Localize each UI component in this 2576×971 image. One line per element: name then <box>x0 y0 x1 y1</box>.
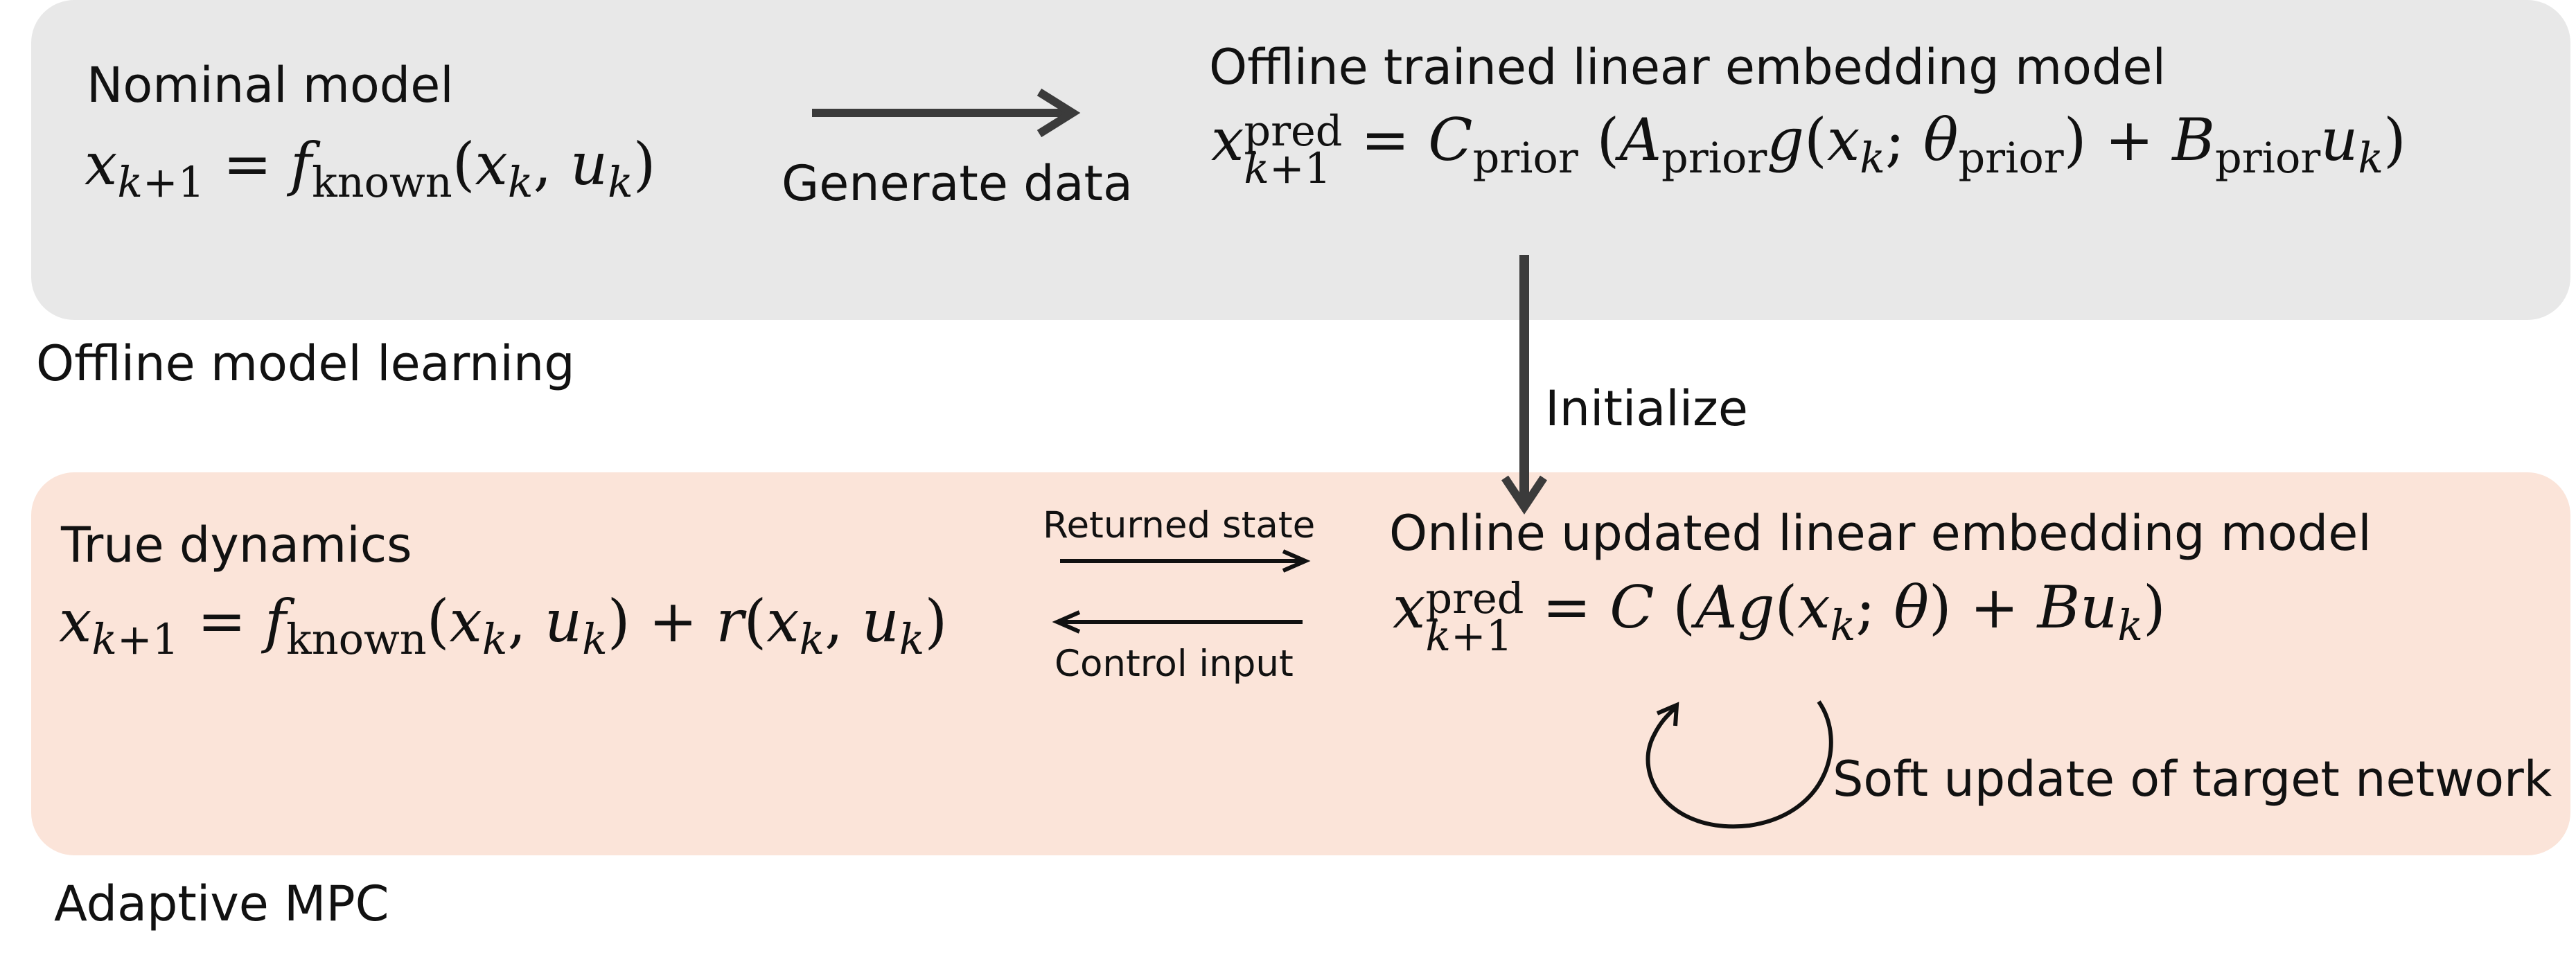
generate-data-label: Generate data <box>782 155 1133 212</box>
nominal-model-title: Nominal model <box>87 57 454 114</box>
offline-trained-model-title: Offline trained linear embedding model <box>1209 39 2166 96</box>
true-dynamics-title: True dynamics <box>61 517 412 573</box>
soft-update-curved-arrow <box>1646 700 1833 829</box>
returned-state-arrow <box>1060 549 1311 573</box>
returned-state-label: Returned state <box>1043 504 1316 546</box>
online-updated-model-title: Online updated linear embedding model <box>1389 505 2372 562</box>
generate-data-arrow <box>812 88 1081 138</box>
true-dynamics-equation: xk+1 = fknown(xk, uk) + r(xk, uk) <box>59 587 948 664</box>
initialize-label: Initialize <box>1545 380 1748 437</box>
adaptive-mpc-label: Adaptive MPC <box>54 875 389 932</box>
offline-learning-panel <box>31 0 2570 320</box>
control-input-arrow <box>1052 610 1303 634</box>
control-input-label: Control input <box>1055 643 1294 685</box>
adaptive-mpc-panel <box>31 472 2570 855</box>
initialize-arrow <box>1501 255 1547 515</box>
offline-model-learning-label: Offline model learning <box>36 335 575 392</box>
soft-update-label: Soft update of target network <box>1833 751 2552 808</box>
nominal-model-equation: xk+1 = fknown(xk, uk) <box>85 130 656 207</box>
